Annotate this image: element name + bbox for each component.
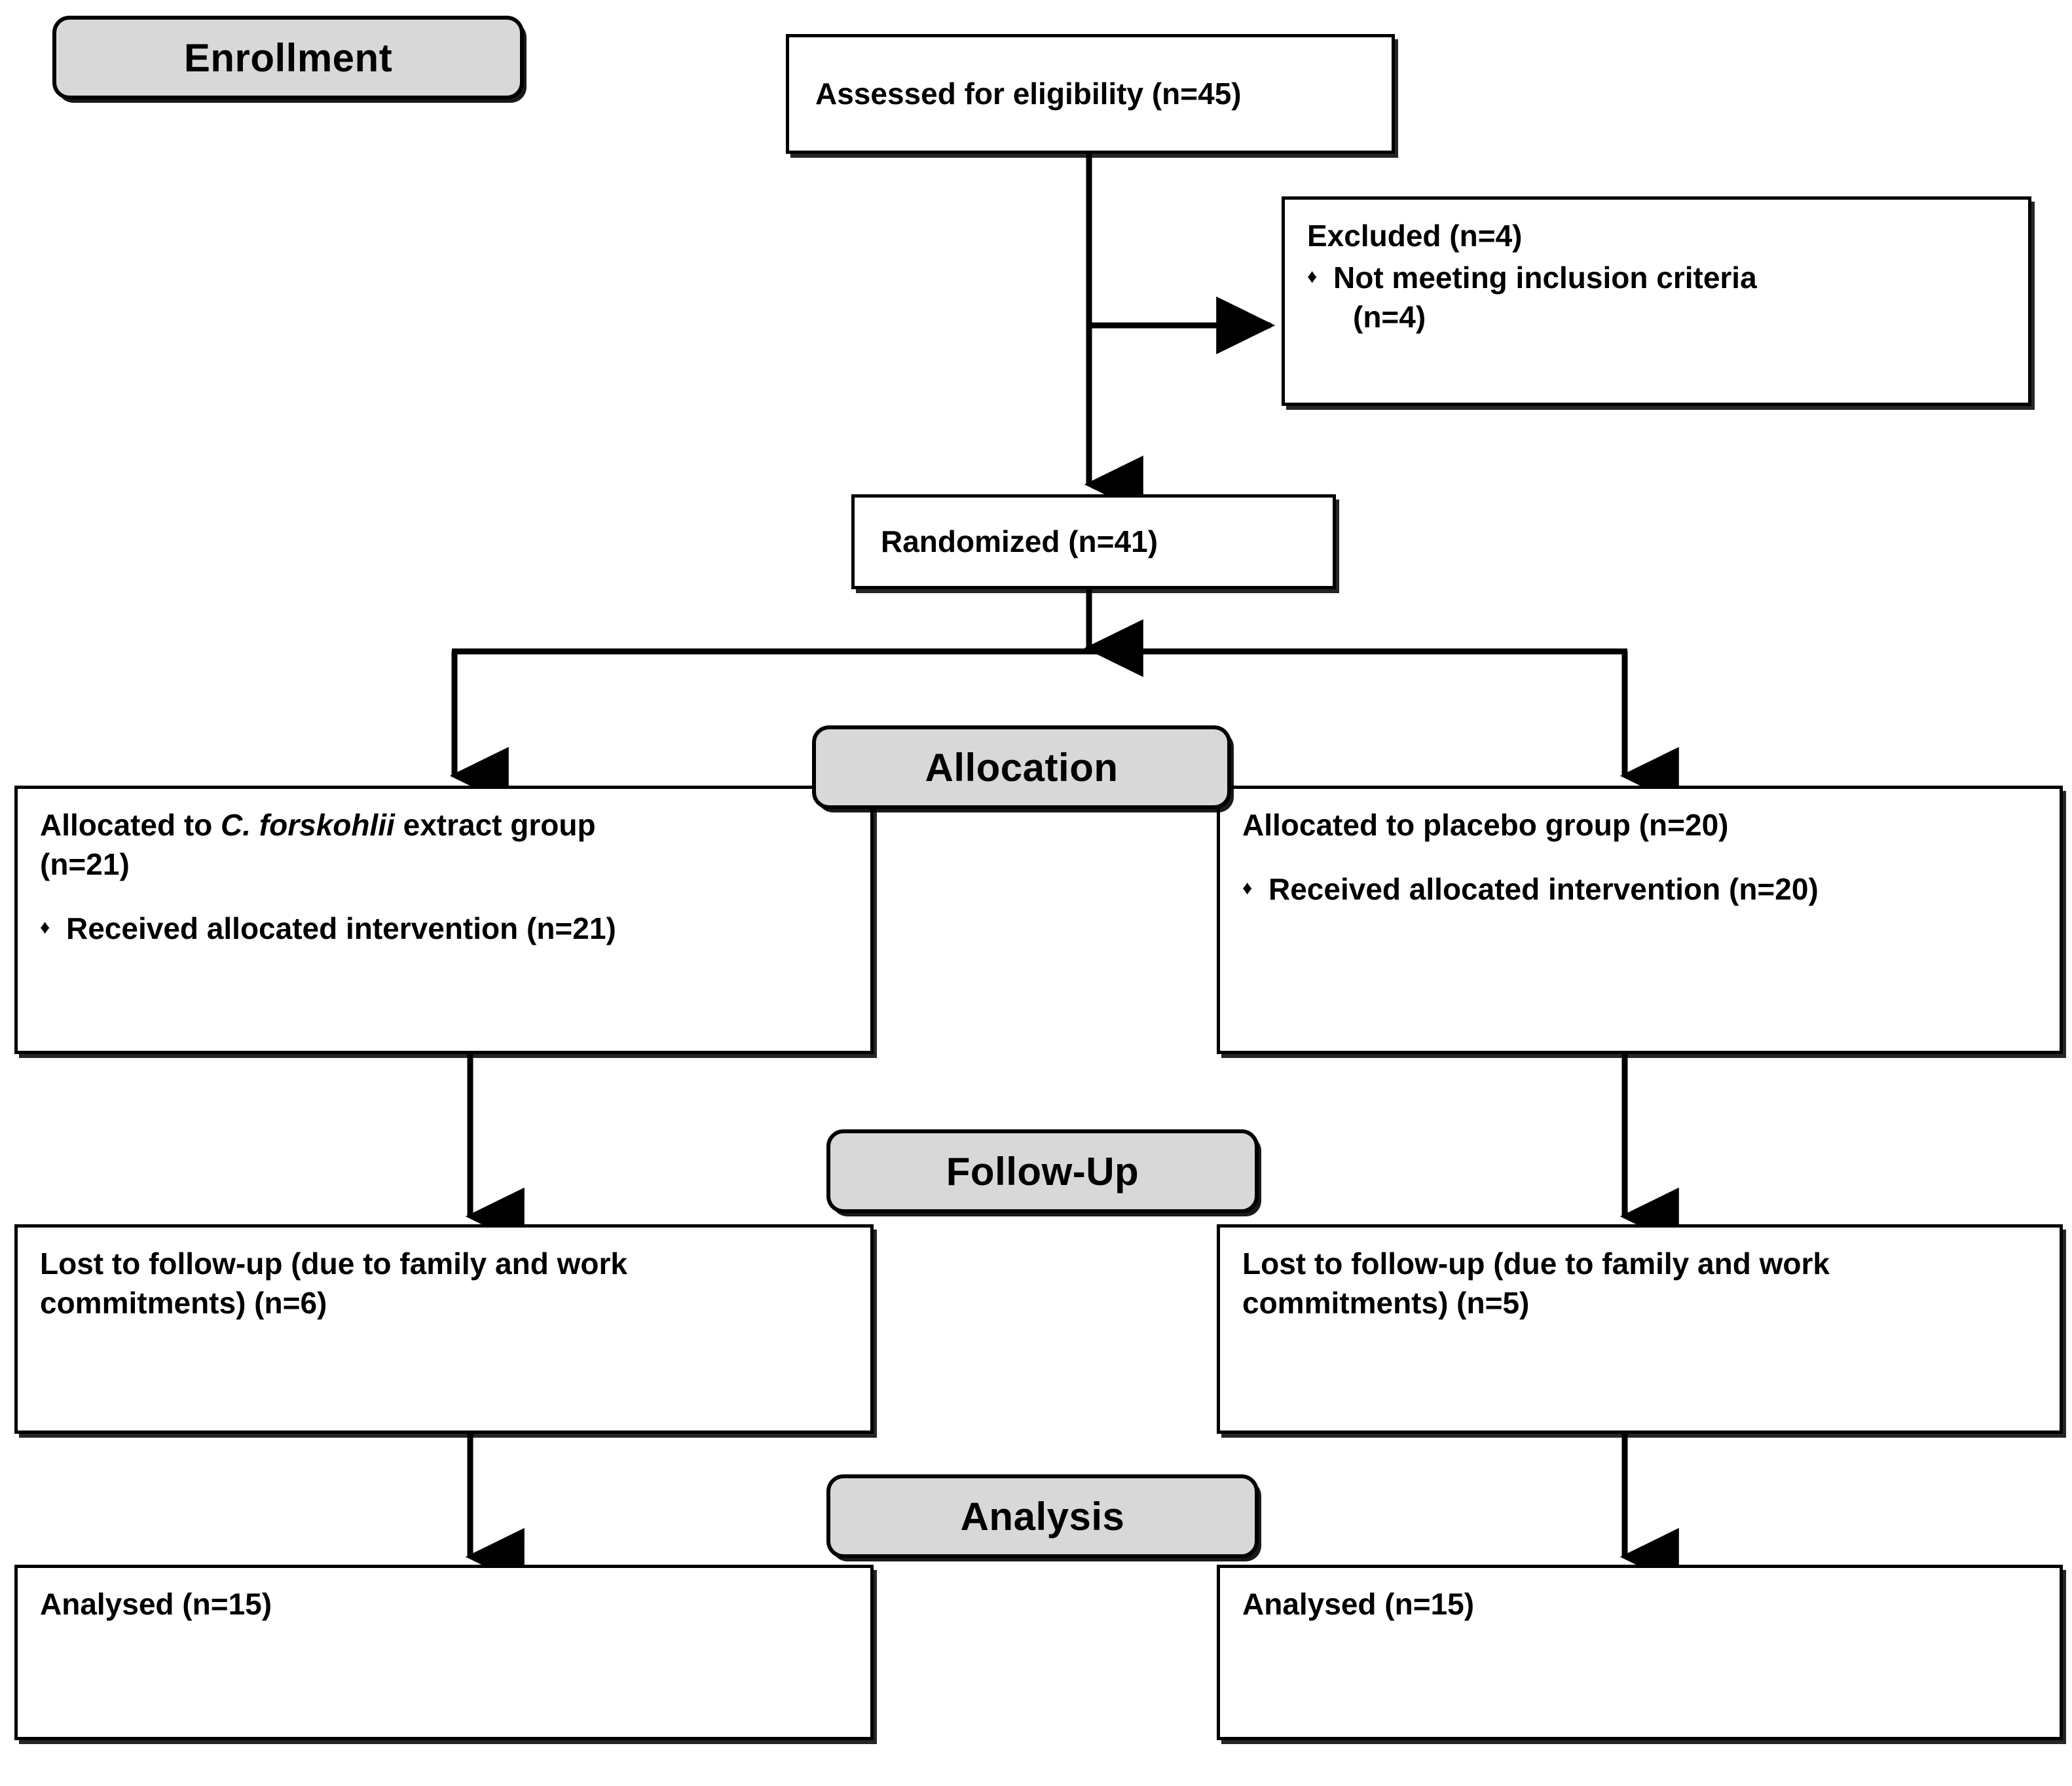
node-lost-followup-extract-line2: commitments) (n=6) [40,1285,327,1320]
node-lost-followup-placebo: Lost to follow-up (due to family and wor… [1217,1224,2063,1434]
node-analysed-placebo: Analysed (n=15) [1217,1565,2063,1740]
diamond-bullet-icon: ♦ [1242,877,1253,899]
spacer [1242,845,2040,867]
node-allocated-placebo-bullet-0-text: Received allocated intervention (n=20) [1268,871,1819,906]
node-allocated-extract-line1-post: extract group [394,808,596,842]
node-excluded-reason-0: ♦ Not meeting inclusion criteria [1307,259,2008,298]
node-allocated-placebo-group: Allocated to placebo group (n=20) ♦ Rece… [1217,786,2063,1054]
diamond-bullet-icon: ♦ [1307,265,1318,287]
node-lost-followup-placebo-line1: Lost to follow-up (due to family and wor… [1242,1247,1830,1281]
node-assessed-for-eligibility: Assessed for eligibility (n=45) [786,34,1395,154]
stage-band-enrollment-label: Enrollment [183,35,393,80]
node-allocated-extract-species: C. forskohlii [221,808,395,842]
node-allocated-extract-line2: (n=21) [40,847,130,881]
node-allocated-placebo-line1: Allocated to placebo group (n=20) [1242,808,1729,842]
node-analysed-extract-label: Analysed (n=15) [40,1587,272,1621]
spacer [40,884,851,907]
node-randomized: Randomized (n=41) [851,494,1336,589]
stage-band-followup: Follow-Up [826,1129,1259,1213]
stage-band-allocation-label: Allocation [925,745,1119,790]
stage-band-allocation: Allocation [812,725,1231,809]
node-allocated-extract-bullet-0: ♦ Received allocated intervention (n=21) [40,909,851,949]
node-excluded-reason-0-count: (n=4) [1353,299,1426,334]
stage-band-followup-label: Follow-Up [946,1149,1139,1194]
node-assessed-label: Assessed for eligibility (n=45) [815,76,1242,111]
node-lost-followup-placebo-line2: commitments) (n=5) [1242,1285,1530,1320]
node-allocated-extract-group: Allocated to C. forskohlii extract group… [14,786,874,1054]
node-analysed-extract: Analysed (n=15) [14,1565,874,1740]
node-lost-followup-extract-line1: Lost to follow-up (due to family and wor… [40,1247,627,1281]
node-excluded-reason-0-text: Not meeting inclusion criteria [1333,260,1757,295]
node-allocated-extract-line1: Allocated to C. forskohlii extract group [40,806,851,845]
stage-band-analysis: Analysis [826,1474,1259,1558]
node-allocated-extract-line1-pre: Allocated to [40,808,221,842]
node-analysed-placebo-label: Analysed (n=15) [1242,1587,1475,1621]
node-lost-followup-extract: Lost to follow-up (due to family and wor… [14,1224,874,1434]
node-excluded: Excluded (n=4) ♦ Not meeting inclusion c… [1282,196,2031,406]
node-randomized-label: Randomized (n=41) [881,524,1158,558]
diamond-bullet-icon: ♦ [40,916,50,938]
node-allocated-placebo-bullet-0: ♦ Received allocated intervention (n=20) [1242,870,2040,909]
stage-band-enrollment: Enrollment [52,16,524,100]
stage-band-analysis-label: Analysis [960,1494,1125,1539]
node-allocated-extract-bullet-0-text: Received allocated intervention (n=21) [66,911,616,945]
node-excluded-heading: Excluded (n=4) [1307,219,1523,253]
